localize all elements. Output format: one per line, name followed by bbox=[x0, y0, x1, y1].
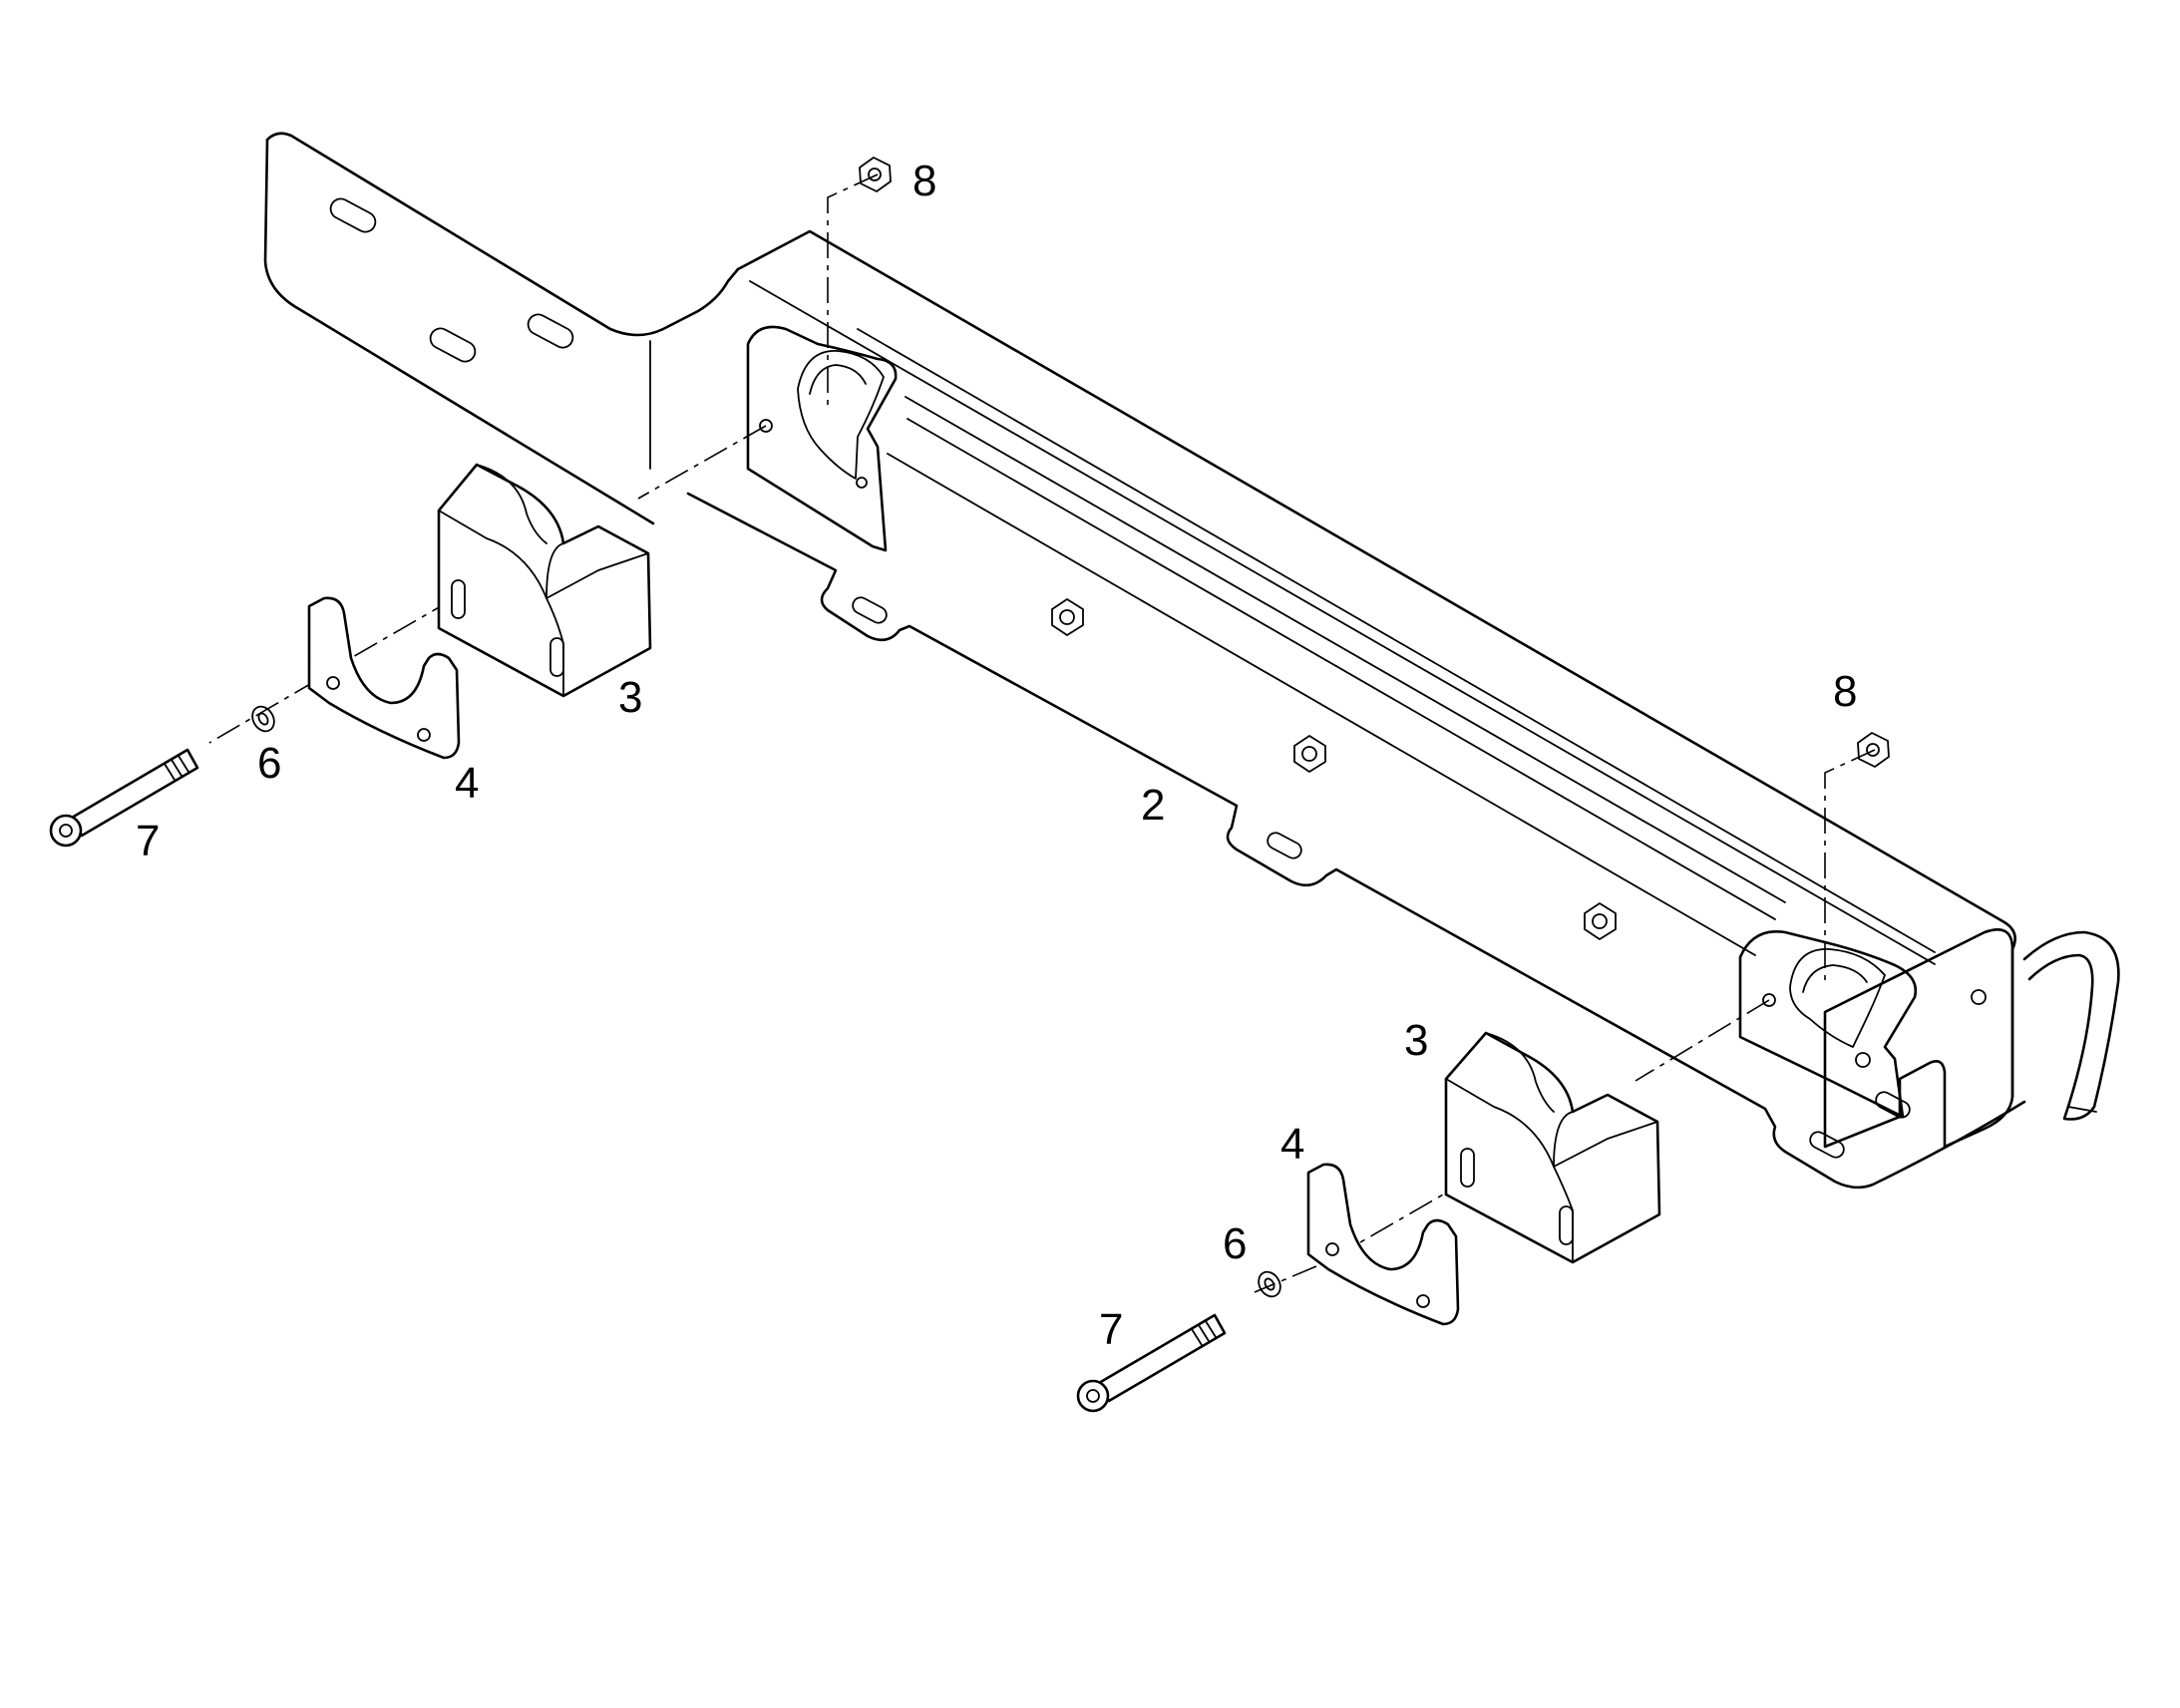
frame-nut-2 bbox=[1293, 735, 1326, 773]
frame-nut-1 bbox=[1051, 598, 1084, 636]
washer-left bbox=[251, 705, 275, 733]
nut-8-left bbox=[859, 157, 892, 192]
callout-2-frame: 2 bbox=[1141, 781, 1165, 830]
crossmember-frame bbox=[263, 132, 2120, 1190]
frame-nut-3 bbox=[1584, 902, 1617, 940]
callout-3-right: 3 bbox=[1404, 1016, 1428, 1065]
clamp-plate-left bbox=[307, 596, 461, 760]
cap-screw-right bbox=[1076, 1313, 1227, 1413]
cap-screw-left bbox=[49, 748, 199, 848]
saddle-block-right bbox=[1444, 1031, 1661, 1264]
callout-4-left: 4 bbox=[455, 759, 479, 808]
callout-4-right: 4 bbox=[1280, 1120, 1304, 1169]
callout-6-right: 6 bbox=[1223, 1219, 1247, 1268]
washer-right bbox=[1258, 1270, 1281, 1298]
callout-8-right: 8 bbox=[1833, 667, 1857, 716]
clamp-plate-right bbox=[1306, 1163, 1460, 1326]
callout-7-right: 7 bbox=[1099, 1305, 1123, 1354]
saddle-block-left bbox=[437, 463, 652, 698]
callout-6-left: 6 bbox=[257, 739, 281, 788]
callout-8-top-left: 8 bbox=[912, 157, 936, 205]
nut-8-right bbox=[1857, 732, 1890, 768]
callout-7-left: 7 bbox=[136, 817, 160, 865]
callout-3-left: 3 bbox=[618, 673, 642, 722]
